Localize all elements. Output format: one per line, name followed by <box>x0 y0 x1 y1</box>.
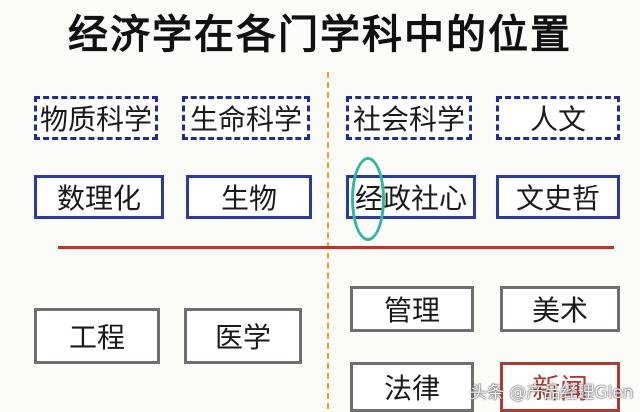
applied-law: 法律 <box>350 362 474 412</box>
category-humanities: 人文 <box>496 96 620 140</box>
applied-medicine: 医学 <box>184 308 302 364</box>
applied-engineering: 工程 <box>34 308 160 364</box>
field-math-physics-chemistry: 数理化 <box>34 175 164 219</box>
category-life-science: 生命科学 <box>182 96 310 140</box>
category-social-science: 社会科学 <box>346 96 472 140</box>
category-physical-science: 物质科学 <box>34 96 158 140</box>
field-literature-history-philosophy: 文史哲 <box>496 175 620 219</box>
field-biology: 生物 <box>186 175 312 219</box>
applied-management: 管理 <box>350 286 474 332</box>
applied-fine-arts: 美术 <box>500 286 620 332</box>
horizontal-divider <box>58 246 614 249</box>
economics-highlight-ellipse <box>351 157 385 241</box>
watermark-text: 头条 @产品经理Glen <box>470 383 634 403</box>
vertical-divider <box>327 72 329 409</box>
diagram-title: 经济学在各门学科中的位置 <box>68 12 572 58</box>
